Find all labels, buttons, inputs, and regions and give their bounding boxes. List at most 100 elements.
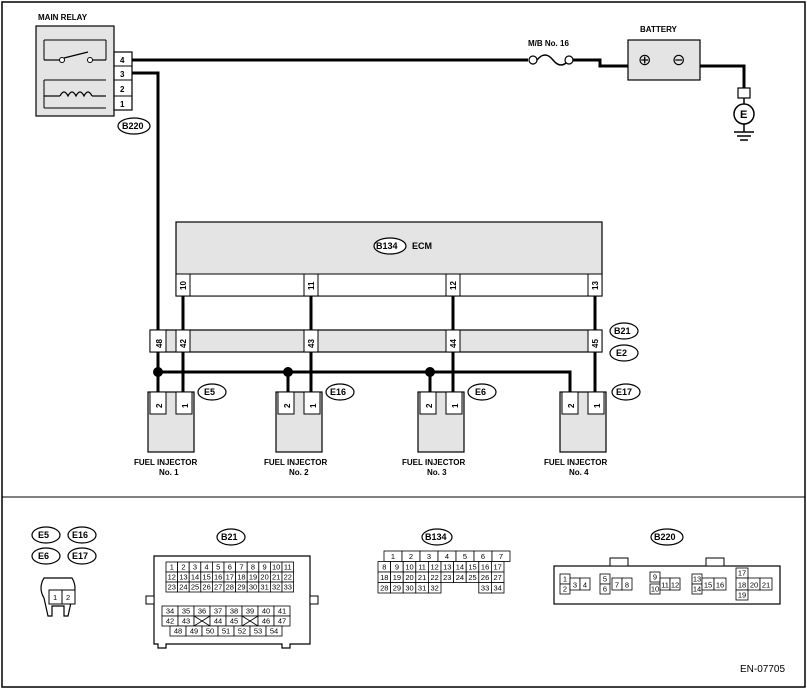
legend-b134-label: B134: [425, 532, 447, 542]
harness-pin-48: 48: [155, 339, 164, 348]
relay-pin-3: 3: [120, 70, 125, 79]
b220-cell-6: 6: [603, 585, 607, 594]
harness-label-e2: E2: [616, 348, 627, 358]
b134-cell-18: 18: [380, 573, 388, 582]
injector-1-number: No. 1: [159, 468, 179, 477]
b134-cell-17: 17: [494, 563, 502, 572]
b134-cell-7: 7: [499, 552, 503, 561]
b21-cell-32: 32: [272, 583, 280, 592]
injector-3-label: FUEL INJECTOR: [402, 458, 465, 467]
injector-1: 2 1 E5 FUEL INJECTOR No. 1: [134, 383, 227, 477]
b220-cell-17: 17: [738, 569, 746, 578]
b21-cell-20: 20: [260, 573, 268, 582]
b21-cell-24: 24: [179, 583, 187, 592]
b220-cell-14: 14: [693, 585, 701, 594]
injector-2-pin-2: 2: [283, 403, 292, 408]
injector-1-connector: E5: [204, 387, 215, 397]
harness-pin-43: 43: [307, 339, 316, 348]
b21-cell-36: 36: [198, 607, 206, 616]
injector-1-label: FUEL INJECTOR: [134, 458, 197, 467]
b21-cell-48: 48: [174, 627, 182, 636]
b21-cell-38: 38: [230, 607, 238, 616]
b220-cell-10: 10: [651, 585, 659, 594]
b134-cell-22: 22: [431, 573, 439, 582]
b220-cell-9: 9: [653, 573, 657, 582]
harness-label-b21: B21: [614, 326, 631, 336]
b134-cell-8: 8: [382, 563, 386, 572]
b21-cell-2: 2: [181, 563, 185, 572]
b21-cell-21: 21: [272, 573, 280, 582]
ecm-pin-11: 11: [307, 281, 316, 290]
b21-cell-6: 6: [228, 563, 232, 572]
b134-cell-2: 2: [409, 552, 413, 561]
harness-pin-45: 45: [591, 339, 600, 348]
b21-cell-44: 44: [214, 617, 222, 626]
b134-cell-10: 10: [405, 563, 413, 572]
relay-pin-2: 2: [120, 85, 125, 94]
b21-cell-5: 5: [216, 563, 220, 572]
b21-cell-49: 49: [190, 627, 198, 636]
b21-cell-46: 46: [262, 617, 270, 626]
b134-cell-29: 29: [393, 584, 401, 593]
b134-cell-6: 6: [481, 552, 485, 561]
b134-cell-25: 25: [468, 573, 476, 582]
b21-cell-28: 28: [226, 583, 234, 592]
ecm: B134 ECM 10 11 12 13: [175, 221, 603, 297]
legend-b21-label: B21: [221, 532, 238, 542]
harness-pin-42: 42: [179, 339, 188, 348]
legend-injector-connector: E5 E16 E6 E17 1 2: [31, 526, 97, 617]
b220-cell-3: 3: [573, 581, 577, 590]
legend-injector-pin-1: 1: [53, 593, 57, 602]
b21-cell-41: 41: [278, 607, 286, 616]
injector-4-pin-1: 1: [593, 403, 602, 408]
injector-2-pin-1: 1: [309, 403, 318, 408]
b220-cell-8: 8: [625, 581, 629, 590]
injector-2-label: FUEL INJECTOR: [264, 458, 327, 467]
legend-b220-label: B220: [654, 532, 676, 542]
b21-cell-23: 23: [168, 583, 176, 592]
b21-cell-8: 8: [251, 563, 255, 572]
battery-label: BATTERY: [640, 25, 678, 34]
relay-pin-1: 1: [120, 100, 125, 109]
ecm-harness-wires: [181, 296, 597, 330]
injector-2-number: No. 2: [289, 468, 309, 477]
b21-cell-50: 50: [206, 627, 214, 636]
b134-cell-3: 3: [427, 552, 431, 561]
b21-cell-33: 33: [284, 583, 292, 592]
fuse-label: M/B No. 16: [528, 39, 569, 48]
ground-label: E: [740, 109, 747, 121]
b21-cell-29: 29: [237, 583, 245, 592]
b220-cell-20: 20: [750, 581, 758, 590]
relay-pin-4: 4: [120, 56, 125, 65]
ecm-connector-label: B134: [376, 241, 398, 251]
b220-cell-5: 5: [603, 575, 607, 584]
injector-3-number: No. 3: [427, 468, 447, 477]
b21-cell-42: 42: [166, 617, 174, 626]
harness-connector: 48 42 43 44 45 B21 E2: [149, 322, 639, 362]
injector-1-pin-2: 2: [155, 403, 164, 408]
ecm-pin-10: 10: [179, 281, 188, 290]
b134-cell-32: 32: [431, 584, 439, 593]
b220-cell-2: 2: [563, 585, 567, 594]
b134-cell-19: 19: [393, 573, 401, 582]
legend-e5: E5: [38, 530, 49, 540]
b134-cell-16: 16: [481, 563, 489, 572]
b220-cell-12: 12: [671, 581, 679, 590]
ecm-label: ECM: [412, 241, 432, 251]
b134-cell-20: 20: [405, 573, 413, 582]
b134-cell-12: 12: [431, 563, 439, 572]
b21-cell-16: 16: [214, 573, 222, 582]
b21-cell-18: 18: [237, 573, 245, 582]
b21-cell-34: 34: [166, 607, 174, 616]
b134-cell-33: 33: [481, 584, 489, 593]
fuse-mb16: M/B No. 16: [528, 39, 574, 66]
b21-cell-22: 22: [284, 573, 292, 582]
figure-code: EN-07705: [740, 664, 785, 675]
b21-cell-15: 15: [202, 573, 210, 582]
